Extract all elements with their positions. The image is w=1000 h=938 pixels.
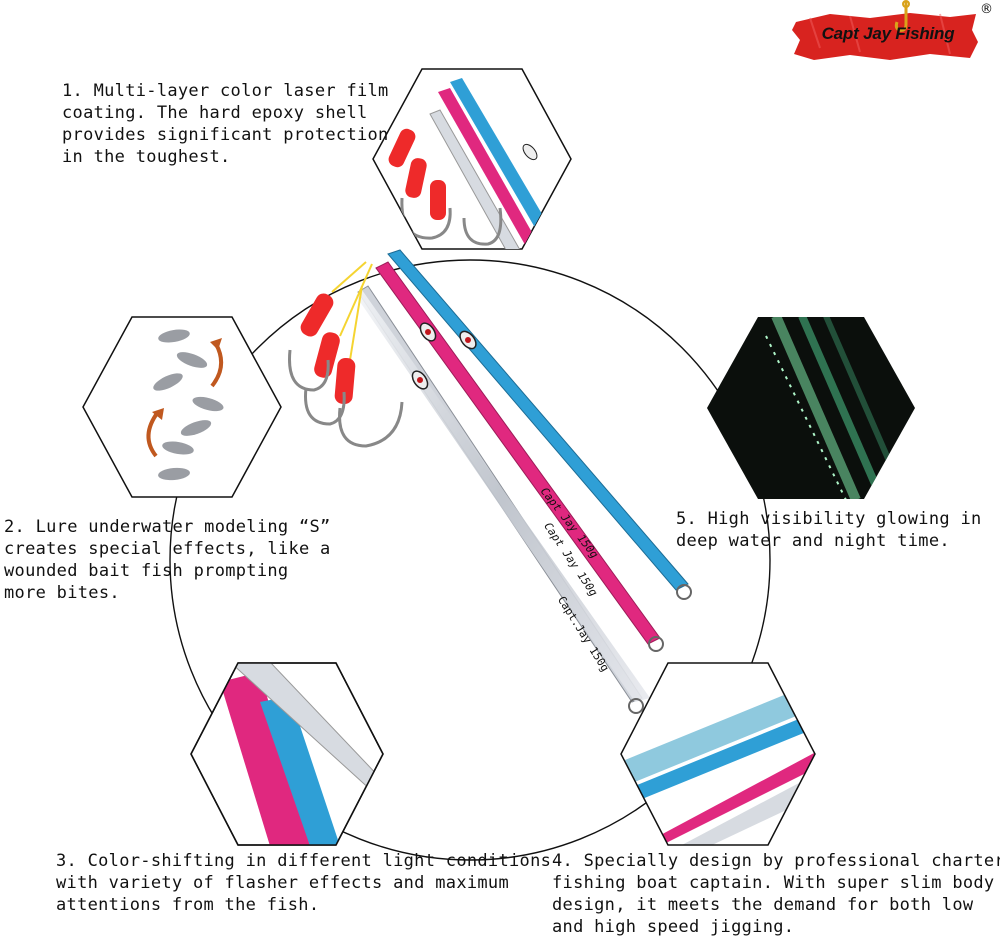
feature-2-line-4: more bites. <box>4 583 120 603</box>
feature-5-line-2: deep water and night time. <box>676 531 950 551</box>
feature-2-line-2: creates special effects, like a <box>4 539 331 559</box>
feature-1-line-1: 1. Multi-layer color laser film <box>62 81 389 101</box>
feature-4-line-1: 4. Specially design by professional char… <box>552 851 1000 871</box>
detail-hexagon-coating <box>372 68 572 250</box>
feature-4-line-2: fishing boat captain. With super slim bo… <box>552 873 995 893</box>
brand-logo-banner <box>792 13 978 60</box>
jig-lures-illustration <box>288 249 692 714</box>
silver-jig <box>356 285 650 714</box>
feature-1-line-2: coating. The hard epoxy shell <box>62 103 368 123</box>
registered-mark: ® <box>980 2 993 17</box>
pink-jig <box>375 261 664 652</box>
feature-4-caption: 4. Specially design by professional char… <box>552 850 1000 938</box>
feature-3-line-1: 3. Color-shifting in different light con… <box>56 851 552 871</box>
hook-logo-icon <box>894 0 910 32</box>
brand-logo-text: Capt Jay Fishing <box>821 24 955 43</box>
feature-4-line-3: design, it meets the demand for both low <box>552 895 974 915</box>
feature-5-caption: 5. High visibility glowing in deep water… <box>676 508 982 552</box>
feature-3-caption: 3. Color-shifting in different light con… <box>56 850 551 916</box>
feature-1-line-3: provides significant protection <box>62 125 389 145</box>
feature-1-line-4: in the toughest. <box>62 147 231 167</box>
feature-4-line-4: and high speed jigging. <box>552 917 795 937</box>
feature-1-caption: 1. Multi-layer color laser film coating.… <box>62 80 389 168</box>
feature-2-line-3: wounded bait fish prompting <box>4 561 289 581</box>
blue-jig <box>387 249 692 600</box>
feature-2-line-1: 2. Lure underwater modeling “S” <box>4 517 331 537</box>
feature-5-line-1: 5. High visibility glowing in <box>676 509 982 529</box>
assist-hooks <box>288 261 404 448</box>
detail-hexagon-swim-action <box>82 316 282 498</box>
detail-hexagon-glow <box>707 317 915 499</box>
detail-hexagon-color-shift <box>190 662 384 846</box>
feature-2-caption: 2. Lure underwater modeling “S” creates … <box>4 516 331 604</box>
feature-3-line-2: with variety of flasher effects and maxi… <box>56 873 509 893</box>
feature-3-line-3: attentions from the fish. <box>56 895 320 915</box>
detail-hexagon-slim-body <box>620 662 816 846</box>
